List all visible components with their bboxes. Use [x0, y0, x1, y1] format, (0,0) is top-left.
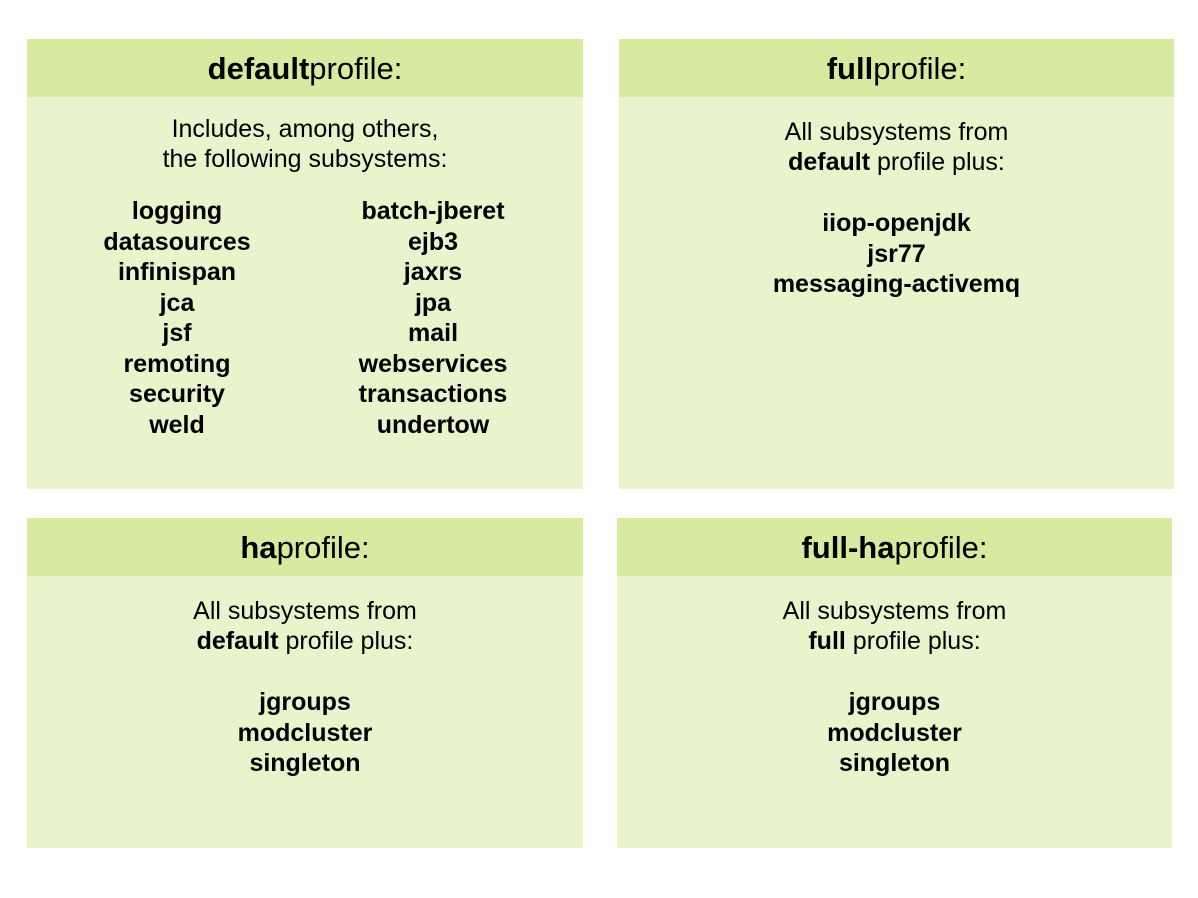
- default-profile-subsystem-columns: logging datasources infinispan jca jsf r…: [27, 196, 583, 456]
- default-profile-card: default profile: Includes, among others,…: [27, 39, 583, 489]
- full-profile-subsystem-list: iiop-openjdk jsr77 messaging-activemq: [619, 208, 1174, 300]
- list-item: messaging-activemq: [772, 270, 1021, 298]
- list-item: jsf: [162, 319, 192, 347]
- list-item: remoting: [123, 349, 231, 378]
- list-item: infinispan: [117, 258, 237, 286]
- default-profile-title-rest: profile:: [309, 50, 403, 86]
- list-item: undertow: [376, 410, 490, 439]
- full-profile-intro-line2: default profile plus:: [619, 147, 1174, 177]
- ha-profile-title-bold: ha: [240, 529, 277, 565]
- list-item: modcluster: [237, 718, 373, 747]
- default-profile-header: default profile:: [27, 39, 583, 97]
- default-profile-subsystem-column-1: logging datasources infinispan jca jsf r…: [57, 196, 297, 440]
- ha-profile-intro-bold: default: [196, 627, 279, 655]
- list-item: iiop-openjdk: [822, 209, 971, 237]
- list-item: mail: [407, 319, 459, 347]
- ha-profile-subsystem-list: jgroups modcluster singleton: [27, 687, 583, 779]
- default-profile-intro-line1: Includes, among others,: [171, 115, 439, 143]
- ha-profile-body: All subsystems from default profile plus…: [27, 576, 583, 779]
- full-profile-header: full profile:: [619, 39, 1174, 97]
- full-profile-intro-rest: profile plus:: [870, 148, 1005, 176]
- full-profile-card: full profile: All subsystems from defaul…: [619, 39, 1174, 489]
- full-ha-profile-intro-line2: full profile plus:: [617, 626, 1172, 656]
- list-item: jca: [159, 288, 195, 317]
- default-profile-subsystem-column-2: batch-jberet ejb3 jaxrs jpa mail webserv…: [313, 196, 553, 440]
- full-ha-profile-intro-line1: All subsystems from: [782, 597, 1007, 625]
- full-ha-profile-title-bold: full-ha: [801, 529, 895, 565]
- list-item: jpa: [414, 288, 452, 317]
- list-item: logging: [131, 197, 223, 225]
- ha-profile-intro-rest: profile plus:: [278, 627, 414, 655]
- default-profile-intro-line2: the following subsystems:: [162, 145, 448, 173]
- list-item: singleton: [838, 749, 951, 777]
- full-profile-title-rest: profile:: [873, 50, 967, 86]
- full-ha-profile-card: full-ha profile: All subsystems from ful…: [617, 518, 1172, 848]
- ha-profile-title-rest: profile:: [276, 529, 370, 565]
- default-profile-title-bold: default: [207, 50, 310, 86]
- full-ha-profile-intro-rest: profile plus:: [845, 627, 981, 655]
- list-item: ejb3: [407, 227, 459, 256]
- list-item: jsr77: [867, 239, 926, 268]
- list-item: weld: [149, 410, 205, 439]
- full-ha-profile-subsystem-list: jgroups modcluster singleton: [617, 687, 1172, 779]
- full-ha-profile-intro-bold: full: [808, 627, 846, 655]
- ha-profile-intro-line2: default profile plus:: [27, 626, 583, 656]
- list-item: jgroups: [848, 688, 941, 716]
- list-item: jgroups: [259, 688, 351, 716]
- default-profile-body: Includes, among others, the following su…: [27, 97, 583, 456]
- list-item: modcluster: [827, 718, 962, 747]
- list-item: datasources: [103, 227, 251, 256]
- full-profile-intro-bold: default: [788, 148, 871, 176]
- list-item: batch-jberet: [361, 197, 505, 225]
- ha-profile-intro-line1: All subsystems from: [193, 597, 417, 625]
- full-ha-profile-body: All subsystems from full profile plus: j…: [617, 576, 1172, 779]
- list-item: transactions: [358, 380, 508, 408]
- full-profile-title-bold: full: [826, 50, 874, 86]
- ha-profile-card: ha profile: All subsystems from default …: [27, 518, 583, 848]
- list-item: jaxrs: [403, 258, 463, 286]
- full-ha-profile-header: full-ha profile:: [617, 518, 1172, 576]
- list-item: security: [129, 380, 225, 408]
- list-item: singleton: [249, 749, 361, 777]
- full-ha-profile-title-rest: profile:: [894, 529, 988, 565]
- list-item: webservices: [358, 349, 508, 378]
- full-profile-intro-line1: All subsystems from: [784, 118, 1009, 146]
- ha-profile-header: ha profile:: [27, 518, 583, 576]
- full-profile-body: All subsystems from default profile plus…: [619, 97, 1174, 300]
